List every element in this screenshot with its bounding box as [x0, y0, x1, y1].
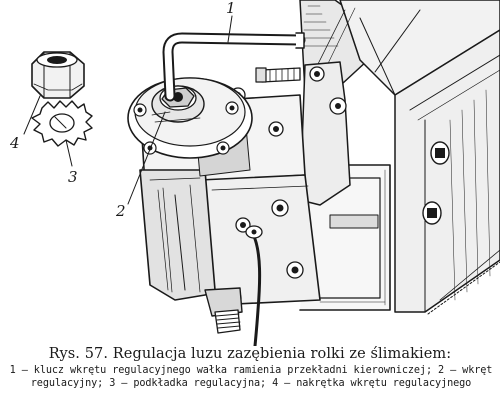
mounting-plate — [299, 61, 351, 206]
lower-shaft — [204, 287, 243, 334]
figure-caption-title: Rys. 57. Regulacja luzu zazębienia rolki… — [48, 346, 452, 362]
frame-channel — [299, 0, 500, 315]
steering-gear-illustration: 1 2 3 4 — [10, 0, 500, 348]
steering-gear-drawing — [23, 0, 500, 348]
callout-4: 4 — [10, 134, 20, 152]
top-cover — [127, 77, 253, 159]
figure-caption-body: 1 — klucz wkrętu regulacyjnego wałka ram… — [9, 365, 493, 389]
side-bolt — [255, 67, 301, 83]
adjusting-nut — [31, 51, 85, 99]
cable-line — [245, 225, 263, 348]
callout-3: 3 — [68, 168, 78, 186]
toothed-washer — [31, 100, 93, 147]
callout-1: 1 — [226, 0, 236, 17]
callout-2: 2 — [116, 202, 126, 220]
leader-lines — [23, 9, 421, 205]
allen-key — [162, 32, 306, 102]
